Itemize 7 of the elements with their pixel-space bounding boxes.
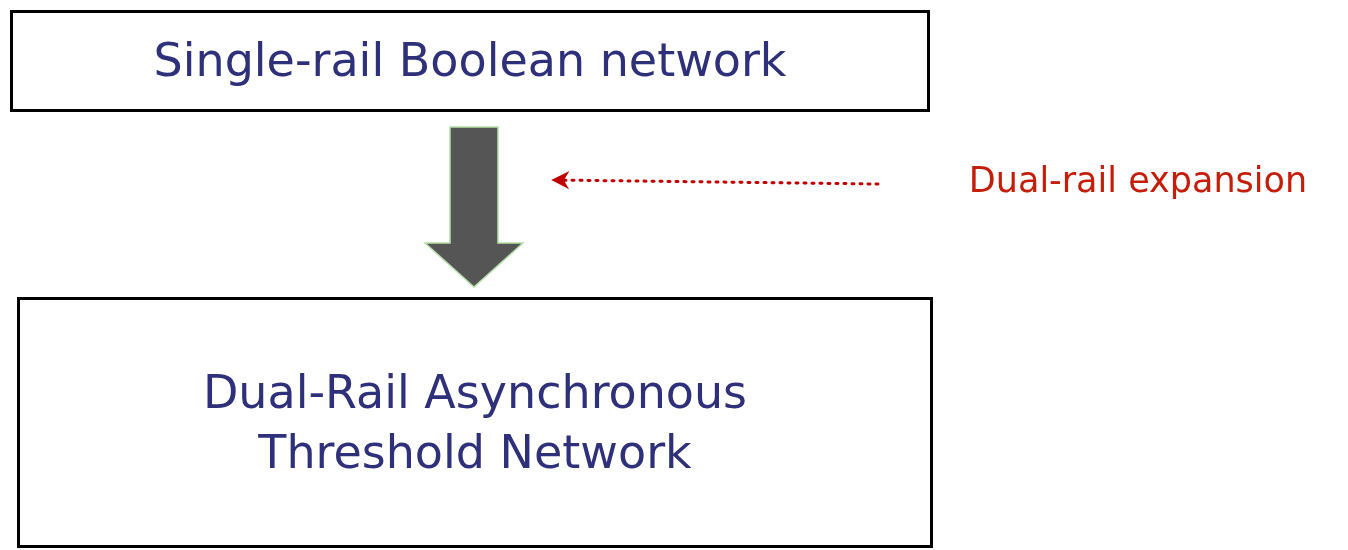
process-box [10,10,930,112]
box-label: Dual-Rail Asynchronous Threshold Network [201,363,749,481]
block-arrow [423,126,525,288]
dotted-arrow [551,171,880,190]
box-label: Single-rail Boolean network [153,33,787,89]
process-box [17,297,933,548]
annotation-label: Dual-rail expansion [968,159,1308,201]
